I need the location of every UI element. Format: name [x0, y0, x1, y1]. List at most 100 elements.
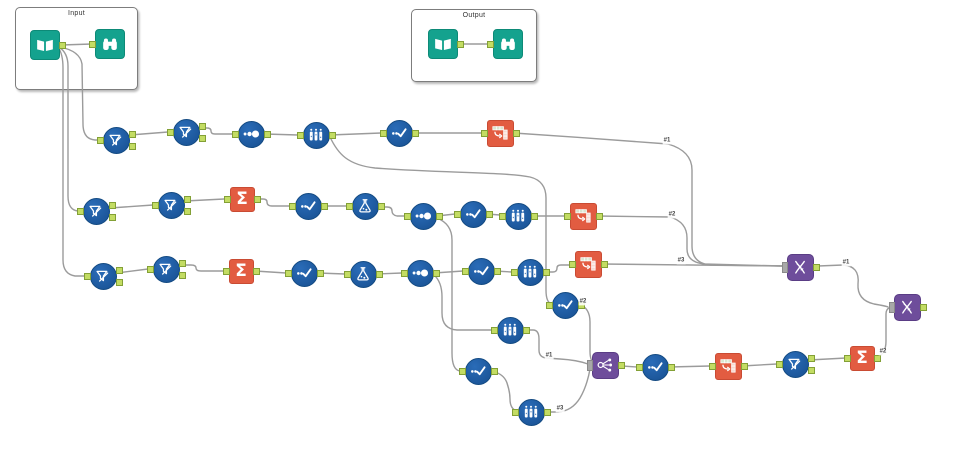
- wire-dna1-to-dna2[interactable]: [817, 264, 889, 308]
- select-tool[interactable]: [551, 291, 579, 319]
- input-anchor[interactable]: [400, 269, 408, 277]
- select-tool[interactable]: [464, 357, 492, 385]
- wire-f6-to-sum2[interactable]: [179, 264, 224, 272]
- output-anchor[interactable]: [740, 362, 748, 370]
- filter-tool[interactable]: [157, 191, 185, 219]
- output-anchor[interactable]: [377, 202, 385, 210]
- wire-x1-to-dna1[interactable]: [513, 132, 783, 267]
- output-anchor[interactable]: [512, 129, 520, 137]
- output-anchor[interactable]: [316, 269, 324, 277]
- output-anchor[interactable]: [873, 354, 881, 362]
- output-true-anchor[interactable]: [178, 259, 186, 267]
- output-anchor[interactable]: [522, 326, 530, 334]
- filter-tool[interactable]: [89, 262, 117, 290]
- dots-tool[interactable]: [237, 120, 265, 148]
- transpose-tool[interactable]: [569, 202, 597, 230]
- wire-x4-to-f7[interactable]: [741, 363, 778, 367]
- input-anchor[interactable]: [563, 212, 571, 220]
- output-anchor[interactable]: [600, 260, 608, 268]
- input-anchor[interactable]: [510, 268, 518, 276]
- input-anchor[interactable]: [222, 267, 230, 275]
- input-anchor[interactable]: [545, 301, 553, 309]
- filter-tool[interactable]: [82, 197, 110, 225]
- wire-t5-to-br[interactable]: [544, 368, 591, 413]
- input-anchor[interactable]: [781, 261, 788, 273]
- input-anchor[interactable]: [586, 359, 593, 371]
- output-anchor[interactable]: [490, 367, 498, 375]
- input-anchor[interactable]: [166, 128, 174, 136]
- output-anchor[interactable]: [485, 210, 493, 218]
- select-tool[interactable]: [294, 192, 322, 220]
- output-anchor[interactable]: [530, 212, 538, 220]
- wire-d3-to-t4[interactable]: [433, 274, 493, 331]
- input-anchor[interactable]: [89, 40, 96, 48]
- output-false-anchor[interactable]: [108, 213, 116, 221]
- input-anchor[interactable]: [345, 202, 353, 210]
- wire-t1-to-s1[interactable]: [329, 132, 382, 136]
- output-anchor[interactable]: [432, 269, 440, 277]
- tile-tool[interactable]: [496, 316, 524, 344]
- select-tool[interactable]: [385, 119, 413, 147]
- output-anchor[interactable]: [617, 361, 625, 369]
- output-false-anchor[interactable]: [128, 142, 136, 150]
- input-anchor[interactable]: [708, 362, 716, 370]
- tile-tool[interactable]: [504, 202, 532, 230]
- browse-tool[interactable]: [493, 29, 523, 59]
- summarize-tool[interactable]: Σ: [229, 186, 255, 212]
- input-anchor[interactable]: [453, 210, 461, 218]
- input-anchor[interactable]: [288, 202, 296, 210]
- input-anchor[interactable]: [403, 212, 411, 220]
- input-anchor[interactable]: [461, 267, 469, 275]
- input-anchor[interactable]: [635, 363, 643, 371]
- wire-in-book-to-f3[interactable]: [58, 46, 79, 212]
- wire-br-to-s8[interactable]: [621, 365, 638, 368]
- input-anchor[interactable]: [146, 265, 154, 273]
- select-tool[interactable]: [290, 259, 318, 287]
- output-anchor[interactable]: [667, 363, 675, 371]
- output-anchor[interactable]: [812, 263, 820, 271]
- output-anchor[interactable]: [320, 202, 328, 210]
- output-anchor[interactable]: [542, 268, 550, 276]
- output-anchor[interactable]: [375, 270, 383, 278]
- input-anchor[interactable]: [511, 408, 519, 416]
- output-true-anchor[interactable]: [115, 266, 123, 274]
- input-anchor[interactable]: [379, 129, 387, 137]
- wire-x3-to-dna1[interactable]: [601, 263, 783, 267]
- wire-d2-to-s7[interactable]: [436, 217, 461, 372]
- dots-tool[interactable]: [409, 202, 437, 230]
- tile-tool[interactable]: [517, 398, 545, 426]
- filter-tool[interactable]: [102, 126, 130, 154]
- wire-d1-to-t1[interactable]: [264, 133, 299, 136]
- wire-sum2-to-s4[interactable]: [254, 270, 287, 274]
- wire-s7-to-t5[interactable]: [491, 370, 518, 412]
- output-true-anchor[interactable]: [183, 195, 191, 203]
- output-anchor[interactable]: [263, 130, 271, 138]
- output-anchor[interactable]: [435, 212, 443, 220]
- output-anchor[interactable]: [595, 212, 603, 220]
- output-false-anchor[interactable]: [115, 278, 123, 286]
- wire-f1-to-f2[interactable]: [129, 131, 169, 136]
- output-anchor[interactable]: [919, 303, 927, 311]
- output-anchor[interactable]: [328, 131, 336, 139]
- input-anchor[interactable]: [490, 326, 498, 334]
- select-tool[interactable]: [641, 353, 669, 381]
- output-anchor[interactable]: [59, 41, 66, 49]
- wire-x2-to-dna1[interactable]: [596, 215, 783, 267]
- transpose-tool[interactable]: [574, 250, 602, 278]
- select-tool[interactable]: [467, 257, 495, 285]
- input-anchor[interactable]: [83, 272, 91, 280]
- input-anchor[interactable]: [223, 195, 231, 203]
- wire-f3-to-f4[interactable]: [109, 204, 154, 209]
- dots-tool[interactable]: [406, 259, 434, 287]
- output-true-anchor[interactable]: [128, 130, 136, 138]
- filter-tool[interactable]: [781, 350, 809, 378]
- output-true-anchor[interactable]: [108, 201, 116, 209]
- input-data-tool[interactable]: [30, 30, 60, 60]
- wire-s8-to-x4[interactable]: [668, 365, 711, 368]
- transpose-tool[interactable]: [714, 352, 742, 380]
- input-anchor[interactable]: [151, 201, 159, 209]
- wire-f4-to-sum1[interactable]: [184, 198, 225, 202]
- input-anchor[interactable]: [843, 354, 851, 362]
- wire-t3-to-x3[interactable]: [543, 264, 571, 273]
- output-false-anchor[interactable]: [807, 366, 815, 374]
